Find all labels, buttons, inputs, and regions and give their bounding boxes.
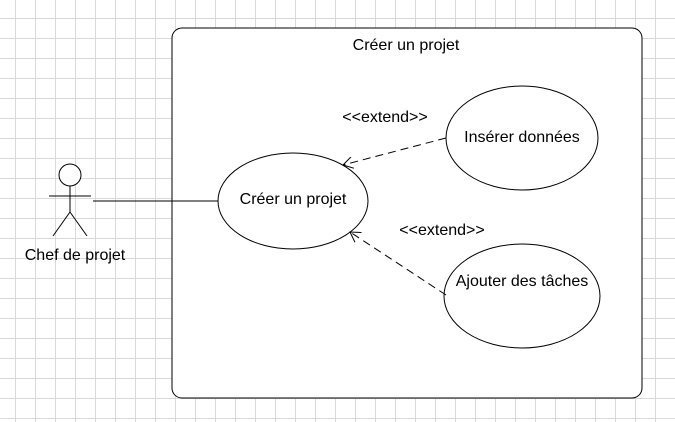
actor-right-leg [69, 211, 88, 237]
usecase-create-project-label: Créer un projet [239, 191, 347, 208]
usecase-add-tasks [443, 243, 601, 349]
actor-left-leg [52, 211, 71, 237]
actor-figure [49, 163, 91, 237]
system-title: Créer un projet [352, 37, 460, 54]
extend-label-insert: <<extend>> [342, 109, 428, 126]
usecase-create-project [217, 152, 369, 250]
extend-arrow-tasks [350, 232, 447, 296]
actor-head [58, 163, 82, 187]
actor-label: Chef de projet [24, 247, 126, 264]
usecase-insert-data-label: Insérer données [464, 129, 580, 146]
usecase-add-tasks-label: Ajouter des tâches [455, 273, 589, 290]
extend-label-tasks: <<extend>> [399, 222, 485, 239]
extend-arrow-insert [343, 137, 447, 165]
